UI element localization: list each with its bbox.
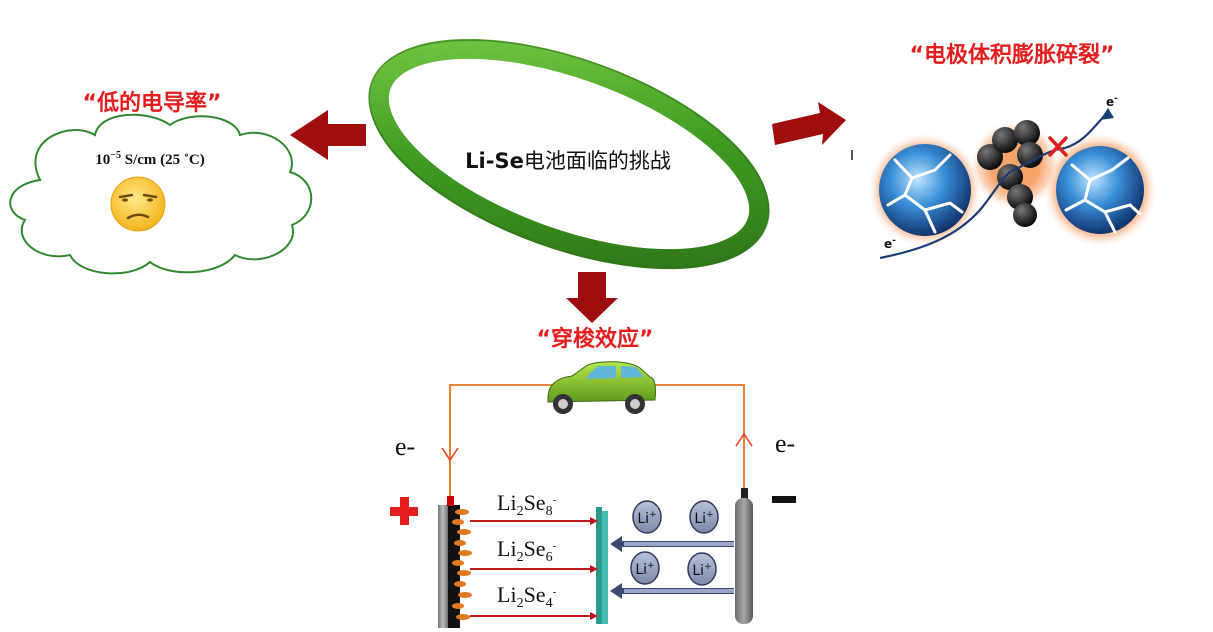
separator-membrane bbox=[596, 507, 608, 624]
li-ion-3: Li+ bbox=[630, 551, 660, 585]
polyselenide-label-2: Li2Se6- bbox=[497, 536, 557, 565]
electron-label-bottom: e- bbox=[884, 236, 896, 251]
arrow-down bbox=[566, 272, 618, 323]
li-ion-4: Li+ bbox=[687, 552, 717, 586]
polyselenide-label-1: Li2Se8- bbox=[497, 490, 557, 519]
arrow-right bbox=[772, 102, 846, 145]
unamused-face-icon bbox=[110, 176, 166, 232]
electron-label-right: e- bbox=[775, 429, 795, 458]
svg-text:Li+: Li+ bbox=[637, 510, 656, 527]
center-title: Li-Se电池面临的挑战 bbox=[465, 149, 671, 173]
polyselenide-label-3: Li2Se4- bbox=[497, 582, 557, 611]
svg-text:Li+: Li+ bbox=[694, 510, 713, 527]
challenge-ring bbox=[368, 38, 770, 270]
electron-label-top: e- bbox=[1106, 94, 1118, 109]
li-ion-arrows bbox=[610, 536, 734, 599]
positive-terminal-icon bbox=[390, 497, 418, 525]
anode-electrode bbox=[735, 488, 753, 624]
svg-text:Li+: Li+ bbox=[635, 561, 654, 578]
volume-expansion-title: “电极体积膨胀碎裂” bbox=[910, 42, 1115, 68]
shuttle-effect-title: “穿梭效应” bbox=[537, 326, 654, 352]
low-conductivity-title: “低的电导率” bbox=[83, 90, 222, 116]
svg-text:Li+: Li+ bbox=[692, 562, 711, 579]
electron-label-left: e- bbox=[395, 432, 415, 461]
car-icon bbox=[547, 361, 657, 414]
li-ion-2: Li+ bbox=[689, 500, 719, 534]
li-ion-1: Li+ bbox=[632, 500, 662, 534]
shuttle-arrows bbox=[470, 517, 598, 620]
circuit-wire bbox=[441, 384, 753, 497]
particle-left bbox=[879, 144, 971, 236]
cathode-electrode bbox=[438, 496, 472, 628]
negative-terminal-icon bbox=[772, 496, 796, 503]
arrow-left bbox=[290, 110, 366, 160]
expansion-illustration: e- e- bbox=[867, 94, 1165, 270]
particle-right bbox=[1056, 146, 1144, 234]
conductivity-value: 10−5 S/cm (25 ˚C) bbox=[95, 150, 204, 168]
